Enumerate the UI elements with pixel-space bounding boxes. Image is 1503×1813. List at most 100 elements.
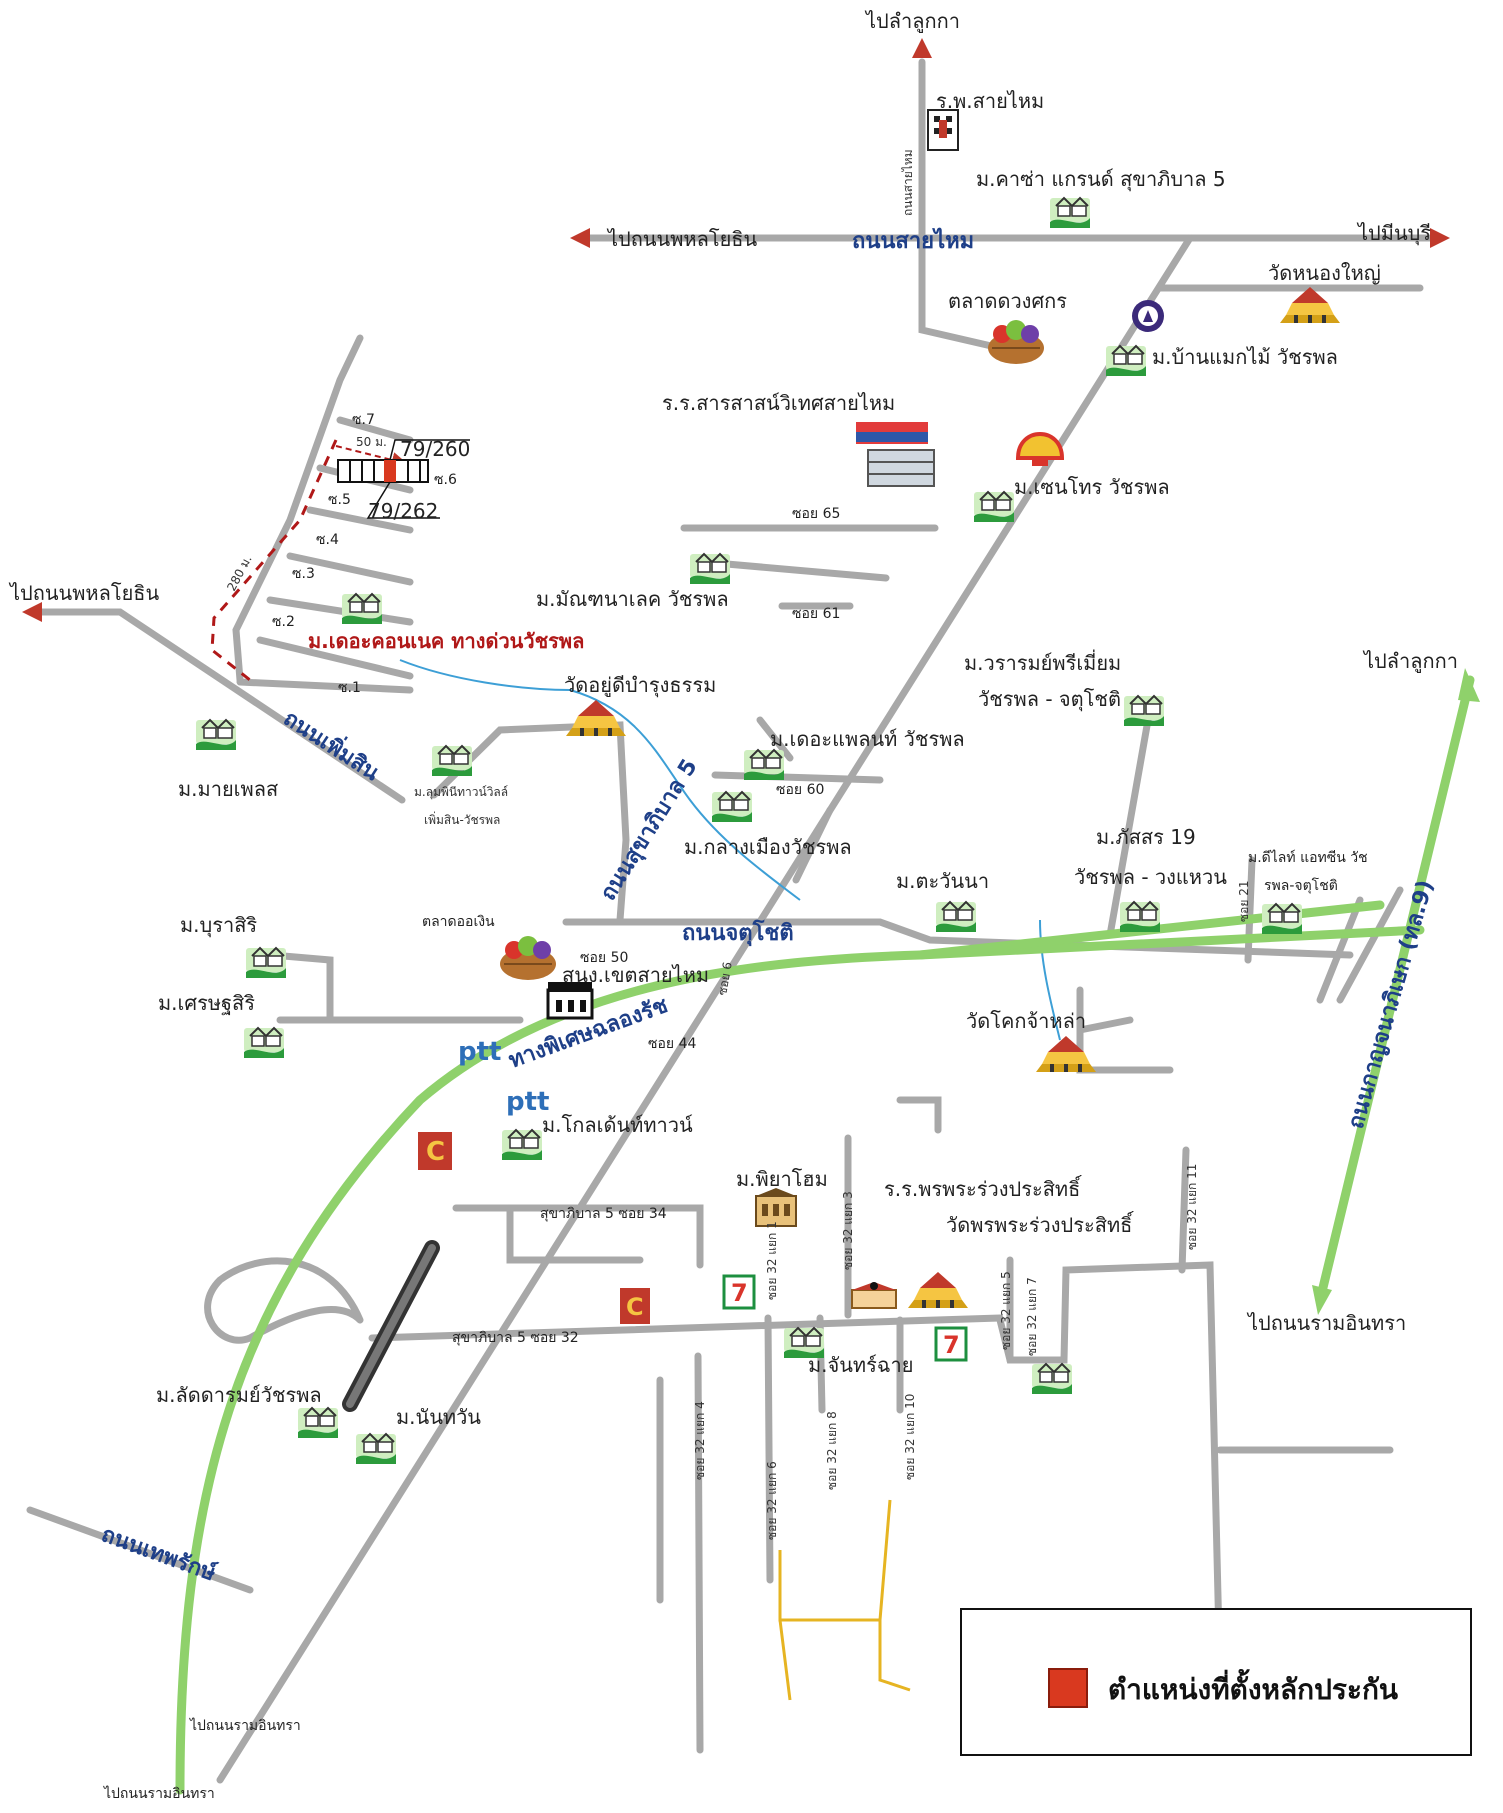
place-the-plant: ม.เดอะแพลนท์ วัชรพล [770, 727, 965, 751]
subsoi-4: ซ.4 [316, 532, 339, 548]
label-ramintra-bottom2: ไปถนนรามอินทรา [103, 1785, 215, 1802]
plot-79-260: 79/260 [400, 437, 470, 461]
place-district-office: สนง.เขตสายไหม [562, 963, 709, 987]
house-icon-lumphini [431, 745, 473, 777]
building-icon-piya [755, 1188, 797, 1227]
house-icon-plant [743, 749, 785, 781]
house-icon-ladda [297, 1407, 339, 1439]
office-icon-district [546, 982, 594, 1020]
house-icon-nanthawan [355, 1433, 397, 1465]
subsoi-3: ซ.3 [292, 566, 315, 582]
place-nanthawan: ม.นันทวัน [396, 1405, 481, 1429]
place-the-connect: ม.เดอะคอนเนค ทางด่วนวัชรพล [308, 629, 584, 653]
place-ban-maekmai: ม.บ้านแมกไม้ วัชรพล [1152, 345, 1338, 369]
plot-blocks [337, 439, 470, 519]
subsoi-2: ซ.2 [272, 614, 295, 630]
place-market-ongoen: ตลาดออเงิน [422, 914, 495, 930]
road-sukha5-soi32: สุขาภิบาล 5 ซอย 32 [452, 1330, 579, 1346]
place-wat-khok: วัดโคกจ้าหล่า [966, 1009, 1086, 1033]
house-icon-varrom [1123, 695, 1165, 727]
label-ramintra-bottom1: ไปถนนรามอินทรา [189, 1717, 301, 1734]
place-labels: ร.พ.สายไหม ม.คาซ่า แกรนด์ สุขาภิบาล 5 วั… [156, 89, 1381, 1429]
plot-79-262: 79/262 [368, 499, 438, 523]
house-icon-klangmuang [711, 791, 753, 823]
house-icon-burasiri [245, 947, 287, 979]
direction-labels: ไปลำลูกกา ไปถนนพหลโยธิน ไปมีนบุรี ไปถนนพ… [8, 9, 1458, 1802]
subsoi-labels: ซ.7 ซ.6 ซ.5 ซ.4 ซ.3 ซ.2 ซ.1 [272, 412, 457, 696]
place-school-phonphra: ร.ร.พรพระร่วงประสิทธิ์ [884, 1174, 1082, 1201]
place-school-saraswit: ร.ร.สารสาสน์วิเทศสายไหม [662, 391, 895, 415]
place-myplace: ม.มายเพลส [178, 777, 278, 801]
road-soi32-y3: ซอย 32 แยก 3 [841, 1191, 855, 1270]
place-chanchai: ม.จันทร์ฉาย [808, 1353, 913, 1377]
road-soi60: ซอย 60 [776, 782, 824, 798]
c-shop-icon-2: C [620, 1288, 650, 1324]
basket-icon-duangsakorn [987, 319, 1045, 365]
house-icon-connect [341, 593, 383, 625]
place-delight: ม.ดีไลท์ แอทซีน วัช [1248, 849, 1368, 866]
road-soi44: ซอย 44 [648, 1036, 696, 1052]
place-phatsorn-2: วัชรพล - วงแหวน [1074, 865, 1227, 889]
temple-icon-nong-yai [1280, 287, 1340, 323]
hospital-icon [927, 109, 959, 151]
place-tawanna: ม.ตะวันนา [896, 869, 989, 893]
house-icon-casa [1049, 197, 1091, 229]
collateral-plot [384, 460, 396, 482]
small-soi-yellow [778, 1499, 911, 1701]
svg-text:C: C [626, 1293, 644, 1321]
label-lumlukka-east: ไปลำลูกกา [1362, 649, 1458, 674]
place-wat-nong-yai: วัดหนองใหญ่ [1268, 261, 1381, 285]
road-soi32-y1: ซอย 32 แยก 1 [765, 1221, 779, 1300]
school-icon-saraswit [856, 422, 935, 487]
road-soi32-y4: ซอย 32 แยก 4 [693, 1401, 707, 1480]
road-network [26, 58, 1434, 1784]
road-soi6: ซอย 6 [715, 961, 735, 997]
temple-icon-phonphra [908, 1272, 968, 1308]
svg-text:C: C [426, 1137, 445, 1167]
place-phatsorn: ม.ภัสสร 19 [1096, 825, 1196, 849]
road-soi65: ซอย 65 [792, 506, 840, 522]
ptt-logos: ptt ptt [458, 1037, 549, 1117]
road-sai-mai-vertical: ถนนสายไหม [901, 149, 915, 216]
place-burasiri: ม.บุราสิริ [180, 913, 257, 938]
place-centro: ม.เซนโทร วัชรพล [1014, 475, 1170, 499]
label-ramintra-right: ไปถนนรามอินทรา [1246, 1311, 1406, 1335]
label-lumlukka-north: ไปลำลูกกา [864, 9, 960, 34]
house-icon-phatsorn [1119, 901, 1161, 933]
ptt-icon-1: ptt [458, 1037, 501, 1067]
road-jatuchot: ถนนจตุโชติ [682, 919, 794, 947]
house-icon-right [1031, 1363, 1073, 1395]
road-soi32-y7: ซอย 32 แยก 7 [1025, 1277, 1039, 1356]
place-golden-town: ม.โกลเด้นท์ทาวน์ [542, 1113, 693, 1137]
place-delight-2: รพล-จตุโชติ [1264, 877, 1338, 894]
distance-280m: 280 ม. [224, 553, 254, 594]
label-phahonyothin-top: ไปถนนพหลโยธิน [606, 227, 757, 251]
seven-eleven-icon-1: 7 [722, 1274, 756, 1310]
legend-label: ตำแหน่งที่ตั้งหลักประกัน [1108, 1673, 1399, 1706]
place-ladda: ม.ลัดดารมย์วัชรพล [156, 1383, 322, 1407]
house-icon-centro [973, 491, 1015, 523]
place-casa-grand: ม.คาซ่า แกรนด์ สุขาภิบาล 5 [976, 167, 1226, 192]
place-setthasiri: ม.เศรษฐสิริ [158, 991, 255, 1015]
expressway-arrows [1312, 668, 1480, 1315]
road-kanchanaphisek: ถนนกาญจนาภิเษก (ทล.9) [1344, 877, 1439, 1131]
place-market-duangsakorn: ตลาดดวงศกร [948, 289, 1067, 313]
place-manthana: ม.มัณฑนาเลค วัชรพล [536, 587, 729, 611]
subsoi-6: ซ.6 [434, 472, 457, 488]
direction-arrows [22, 38, 1450, 622]
road-soi21: ซอย 21 [1237, 881, 1251, 922]
house-icon-setthasiri [243, 1027, 285, 1059]
canal [399, 659, 1061, 1041]
distance-50m: 50 ม. [356, 435, 387, 449]
road-soi32-y8: ซอย 32 แยก 8 [825, 1411, 839, 1490]
house-icon-manthana [689, 553, 731, 585]
road-sai-mai: ถนนสายไหม [852, 227, 974, 254]
route-dashed [210, 439, 338, 682]
subsoi-7: ซ.7 [352, 412, 375, 428]
road-soi32-y6: ซอย 32 แยก 6 [765, 1461, 779, 1540]
place-varrom: ม.วรารมย์พรีเมี่ยม [964, 649, 1121, 675]
place-wat-phonphra: วัดพรพระร่วงประสิทธิ์ [946, 1210, 1134, 1237]
label-minburi: ไปมีนบุรี [1356, 221, 1431, 246]
house-icon-maekmai [1105, 345, 1147, 377]
